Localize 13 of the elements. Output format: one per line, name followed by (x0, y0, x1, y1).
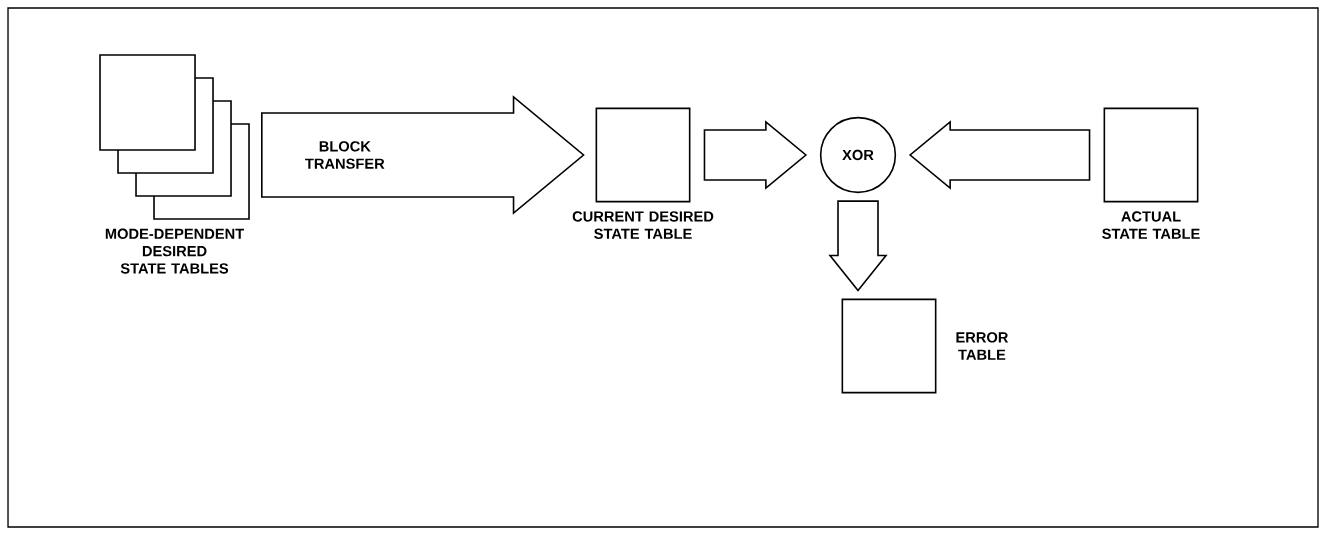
node-label: ACTUAL STATE TABLE (1102, 211, 1200, 239)
table-box: ACTUAL STATE TABLE (1102, 107, 1200, 239)
table-box: CURRENT DESIRED STATE TABLE (572, 107, 714, 239)
table-box: ERROR TABLE (841, 298, 1009, 394)
block-arrow (908, 120, 1091, 190)
stacked-tables-drawing: MODE-DEPENDENT DESIRED STATE TABLES (99, 54, 250, 274)
node-label: MODE-DEPENDENT DESIRED STATE TABLES (105, 228, 245, 274)
block-arrow (828, 200, 888, 292)
block-arrow (261, 95, 585, 215)
node-label: ERROR TABLE (956, 332, 1009, 360)
edge-label: BLOCK TRANSFER (305, 141, 385, 169)
node-label: CURRENT DESIRED STATE TABLE (572, 211, 714, 239)
block-arrow (703, 120, 808, 190)
